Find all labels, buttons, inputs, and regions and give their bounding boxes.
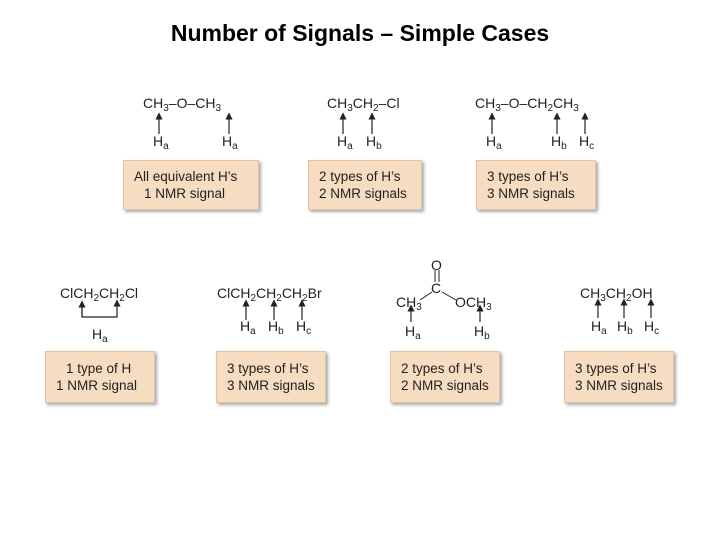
h-label: Hc xyxy=(296,318,312,337)
h-label: Hb xyxy=(474,323,490,342)
page-title: Number of Signals – Simple Cases xyxy=(170,20,550,46)
h-label: Hc xyxy=(579,133,595,152)
formula-chloroethane: CH3CH2–Cl xyxy=(327,95,400,114)
formula-ethyl-methyl-ether: CH3–O–CH2CH3 xyxy=(475,95,579,114)
h-label: Hb xyxy=(268,318,284,337)
formula-atom-c: C xyxy=(431,280,442,296)
h-label: Ha xyxy=(405,323,421,342)
h-label: Ha xyxy=(240,318,256,337)
h-label: Ha xyxy=(337,133,353,152)
h-label: Hb xyxy=(617,318,633,337)
formula-methoxy-right: OCH3 xyxy=(455,294,492,313)
formula-bromochloropropane: ClCH2CH2CH2Br xyxy=(217,285,322,304)
bracket-connector xyxy=(81,299,121,318)
h-label: Hb xyxy=(551,133,567,152)
h-label: Ha xyxy=(591,318,607,337)
h-label: Ha xyxy=(222,133,238,152)
formula-dimethyl-ether: CH3–O–CH3 xyxy=(143,95,222,114)
h-label: Hb xyxy=(366,133,382,152)
bond xyxy=(441,291,457,301)
formula-ethanol: CH3CH2OH xyxy=(580,285,653,304)
h-label: Hc xyxy=(644,318,660,337)
h-label: Ha xyxy=(153,133,169,152)
formula-methyl-left: CH3 xyxy=(396,294,422,313)
h-label: Ha xyxy=(486,133,502,152)
h-label: Ha xyxy=(92,326,108,345)
formula-atom-o: O xyxy=(431,257,442,273)
formula-dichloroethane: ClCH2CH2Cl xyxy=(60,285,139,304)
